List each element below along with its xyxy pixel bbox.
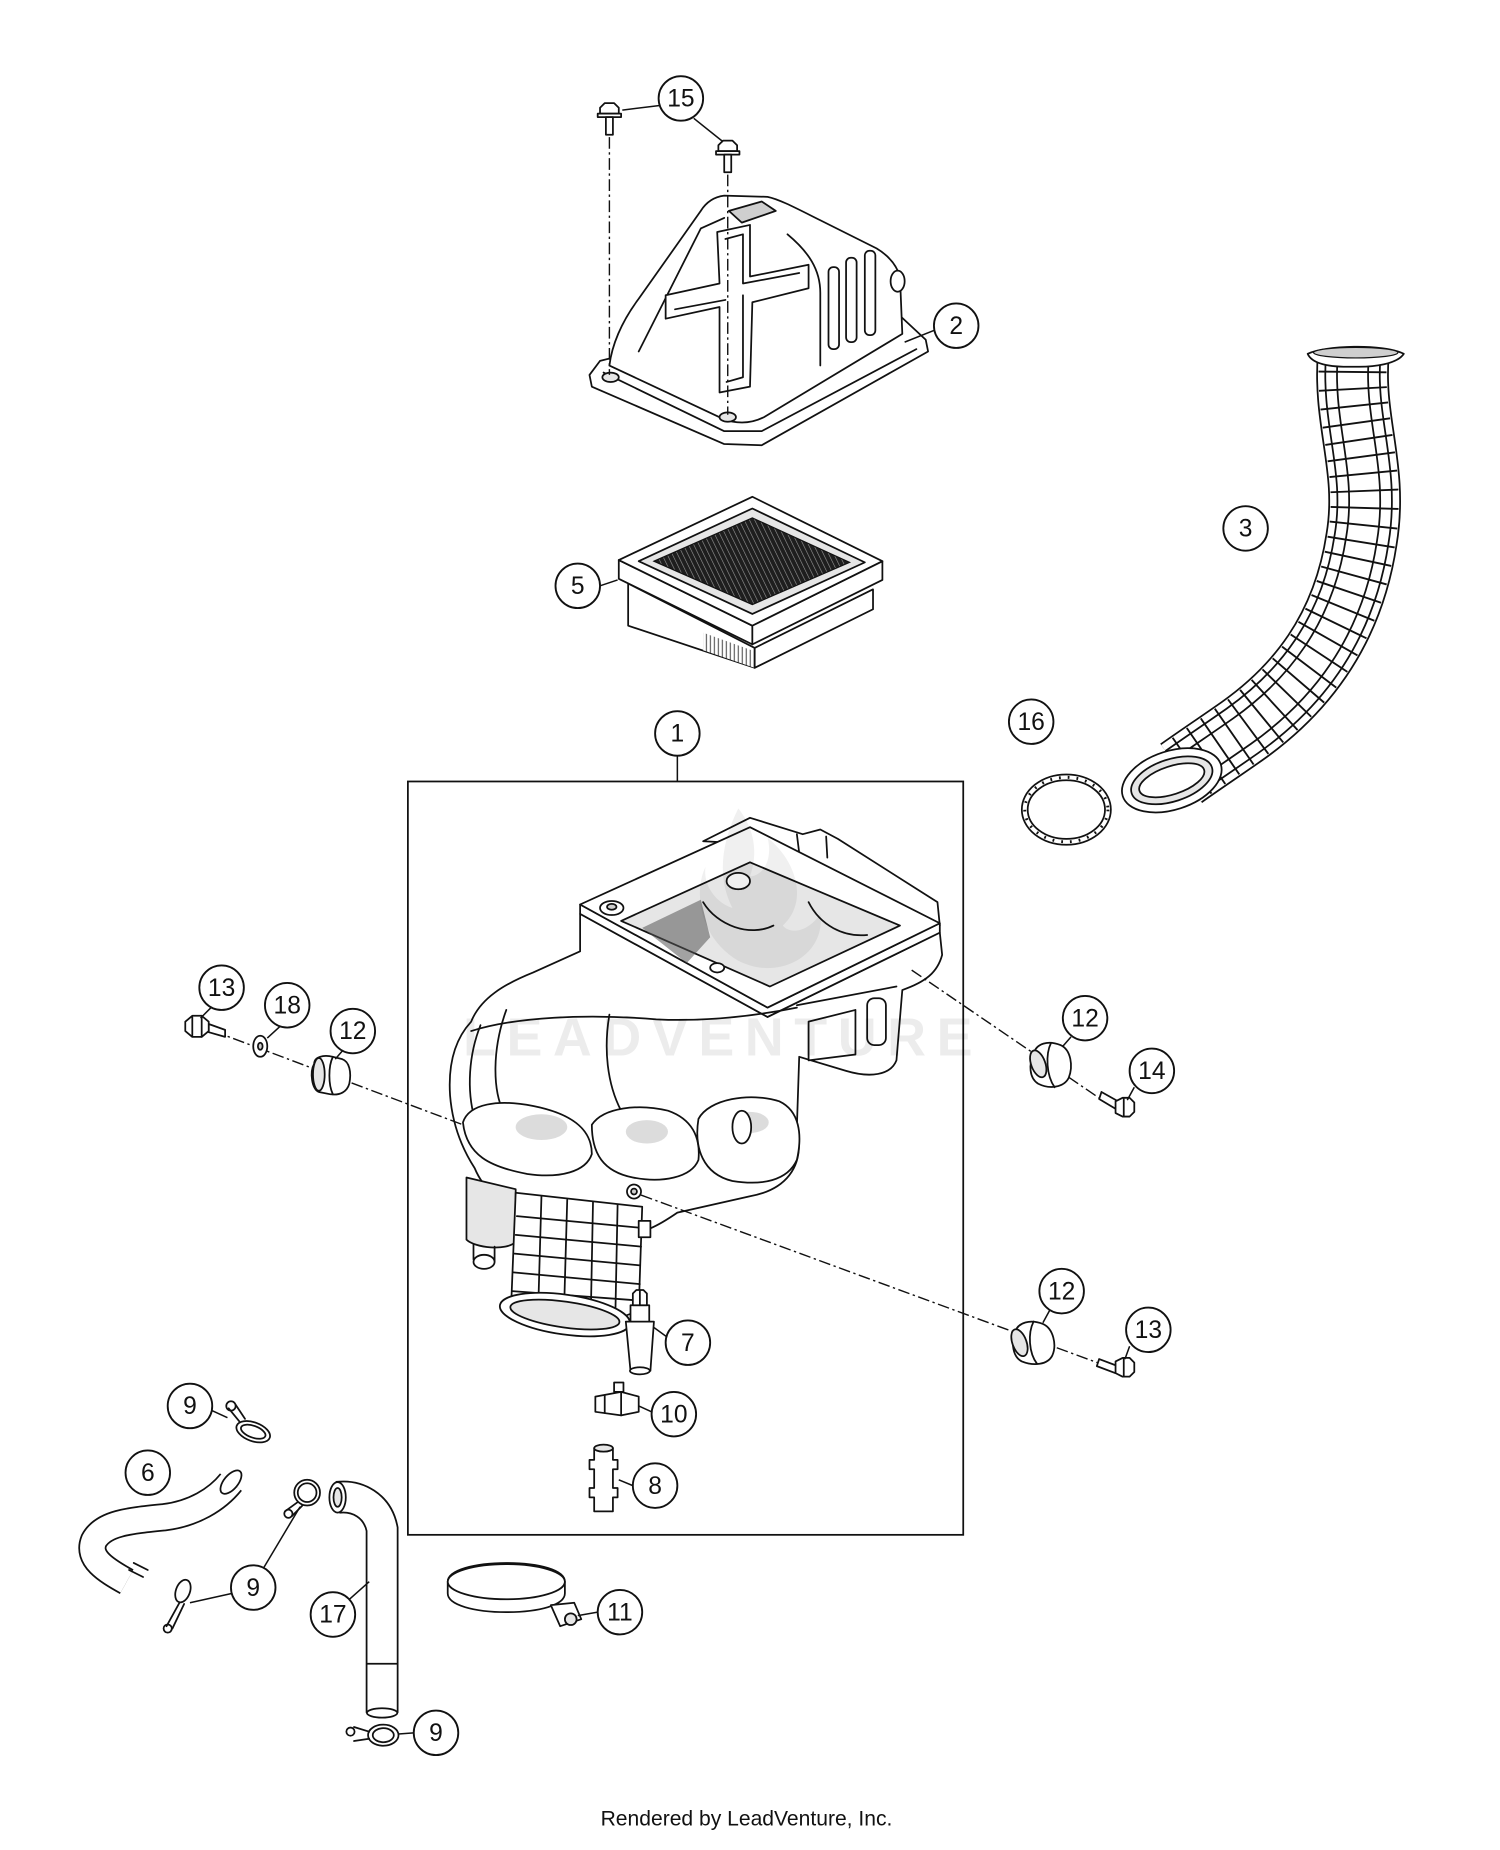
- airbox-assembly-frame: [407, 780, 965, 1536]
- callout-12-right-upper-label: 12: [1071, 1005, 1098, 1032]
- breather-hose-17: [328, 1480, 399, 1719]
- callout-17: 17: [309, 1591, 357, 1638]
- screw-13-left: [184, 1014, 226, 1038]
- callout-7: 7: [664, 1319, 712, 1366]
- callout-9-lower: 9: [412, 1709, 460, 1757]
- callout-12-right-lower-label: 12: [1048, 1278, 1075, 1305]
- callout-1: 1: [654, 710, 701, 757]
- callout-2: 2: [933, 302, 980, 349]
- clip-10: [594, 1381, 640, 1417]
- callout-12-right-upper: 12: [1061, 994, 1109, 1042]
- callout-10-label: 10: [660, 1401, 687, 1428]
- watermark-text: LEADVENTURE: [463, 1008, 983, 1068]
- screw-13-right: [1095, 1357, 1136, 1378]
- callout-7-label: 7: [681, 1330, 695, 1357]
- callout-11-label: 11: [607, 1599, 633, 1626]
- callout-6-label: 6: [141, 1460, 155, 1487]
- airbox-1: [448, 816, 944, 1338]
- callout-10: 10: [650, 1390, 698, 1438]
- callout-15: 15: [657, 75, 705, 122]
- callout-13-right-label: 13: [1135, 1317, 1162, 1344]
- callout-9-upper-label: 9: [183, 1393, 197, 1420]
- callout-12-right-lower: 12: [1038, 1267, 1085, 1315]
- vent-fitting-7: [624, 1289, 655, 1376]
- callout-14-label: 14: [1138, 1058, 1165, 1085]
- callout-18: 18: [264, 982, 311, 1029]
- spring-clamp-9-upper: [225, 1400, 271, 1444]
- callout-5: 5: [554, 562, 601, 610]
- spring-clamp-9-middle: [283, 1478, 321, 1519]
- rubber-grommet-12-right-lower: [1010, 1320, 1056, 1365]
- hose-nipple-8: [588, 1443, 619, 1513]
- callout-8: 8: [631, 1462, 679, 1509]
- callout-3: 3: [1222, 505, 1269, 552]
- callout-6: 6: [124, 1449, 171, 1496]
- callout-13-left: 13: [198, 964, 245, 1011]
- callout-13-left-label: 13: [208, 975, 235, 1002]
- screw-15-right: [715, 139, 741, 174]
- callout-9-upper: 9: [166, 1382, 214, 1430]
- callout-18-label: 18: [274, 992, 301, 1019]
- screw-15-left: [596, 102, 622, 136]
- spring-clamp-9-lower: [345, 1723, 400, 1747]
- watermark: LEADVENTURE: [463, 808, 983, 1068]
- callout-3-label: 3: [1239, 516, 1253, 543]
- intake-tube-3: [1121, 345, 1405, 814]
- callout-1-label: 1: [671, 721, 685, 748]
- spring-clamp-9-small: [162, 1578, 192, 1634]
- callout-14: 14: [1128, 1047, 1176, 1095]
- callout-12-left: 12: [329, 1007, 377, 1055]
- callout-9-lower-label: 9: [429, 1720, 443, 1747]
- hose-clamp-11: [446, 1562, 583, 1628]
- rubber-grommet-12-right-upper: [1029, 1041, 1072, 1089]
- o-ring-16: [1020, 773, 1112, 846]
- breather-hose-6: [78, 1469, 243, 1594]
- screw-14: [1098, 1091, 1136, 1118]
- airbox-lid-2: [588, 194, 929, 447]
- callout-13-right: 13: [1125, 1306, 1172, 1353]
- callout-5-label: 5: [571, 573, 585, 600]
- footer-credit: Rendered by LeadVenture, Inc.: [601, 1807, 893, 1830]
- callout-11: 11: [596, 1588, 644, 1636]
- callout-2-label: 2: [949, 313, 963, 340]
- washer-18: [252, 1034, 269, 1058]
- callout-12-left-label: 12: [339, 1018, 366, 1045]
- callout-16: 16: [1007, 698, 1055, 745]
- callout-15-label: 15: [667, 86, 694, 113]
- callout-8-label: 8: [648, 1473, 662, 1500]
- callout-9-middle-label: 9: [246, 1575, 260, 1602]
- air-filter-5: [617, 495, 884, 669]
- callout-16-label: 16: [1018, 709, 1045, 736]
- callout-9-middle: 9: [230, 1564, 277, 1611]
- rubber-grommet-12-left: [310, 1055, 352, 1096]
- leader-lines: [189, 104, 1135, 1735]
- callout-17-label: 17: [319, 1602, 346, 1629]
